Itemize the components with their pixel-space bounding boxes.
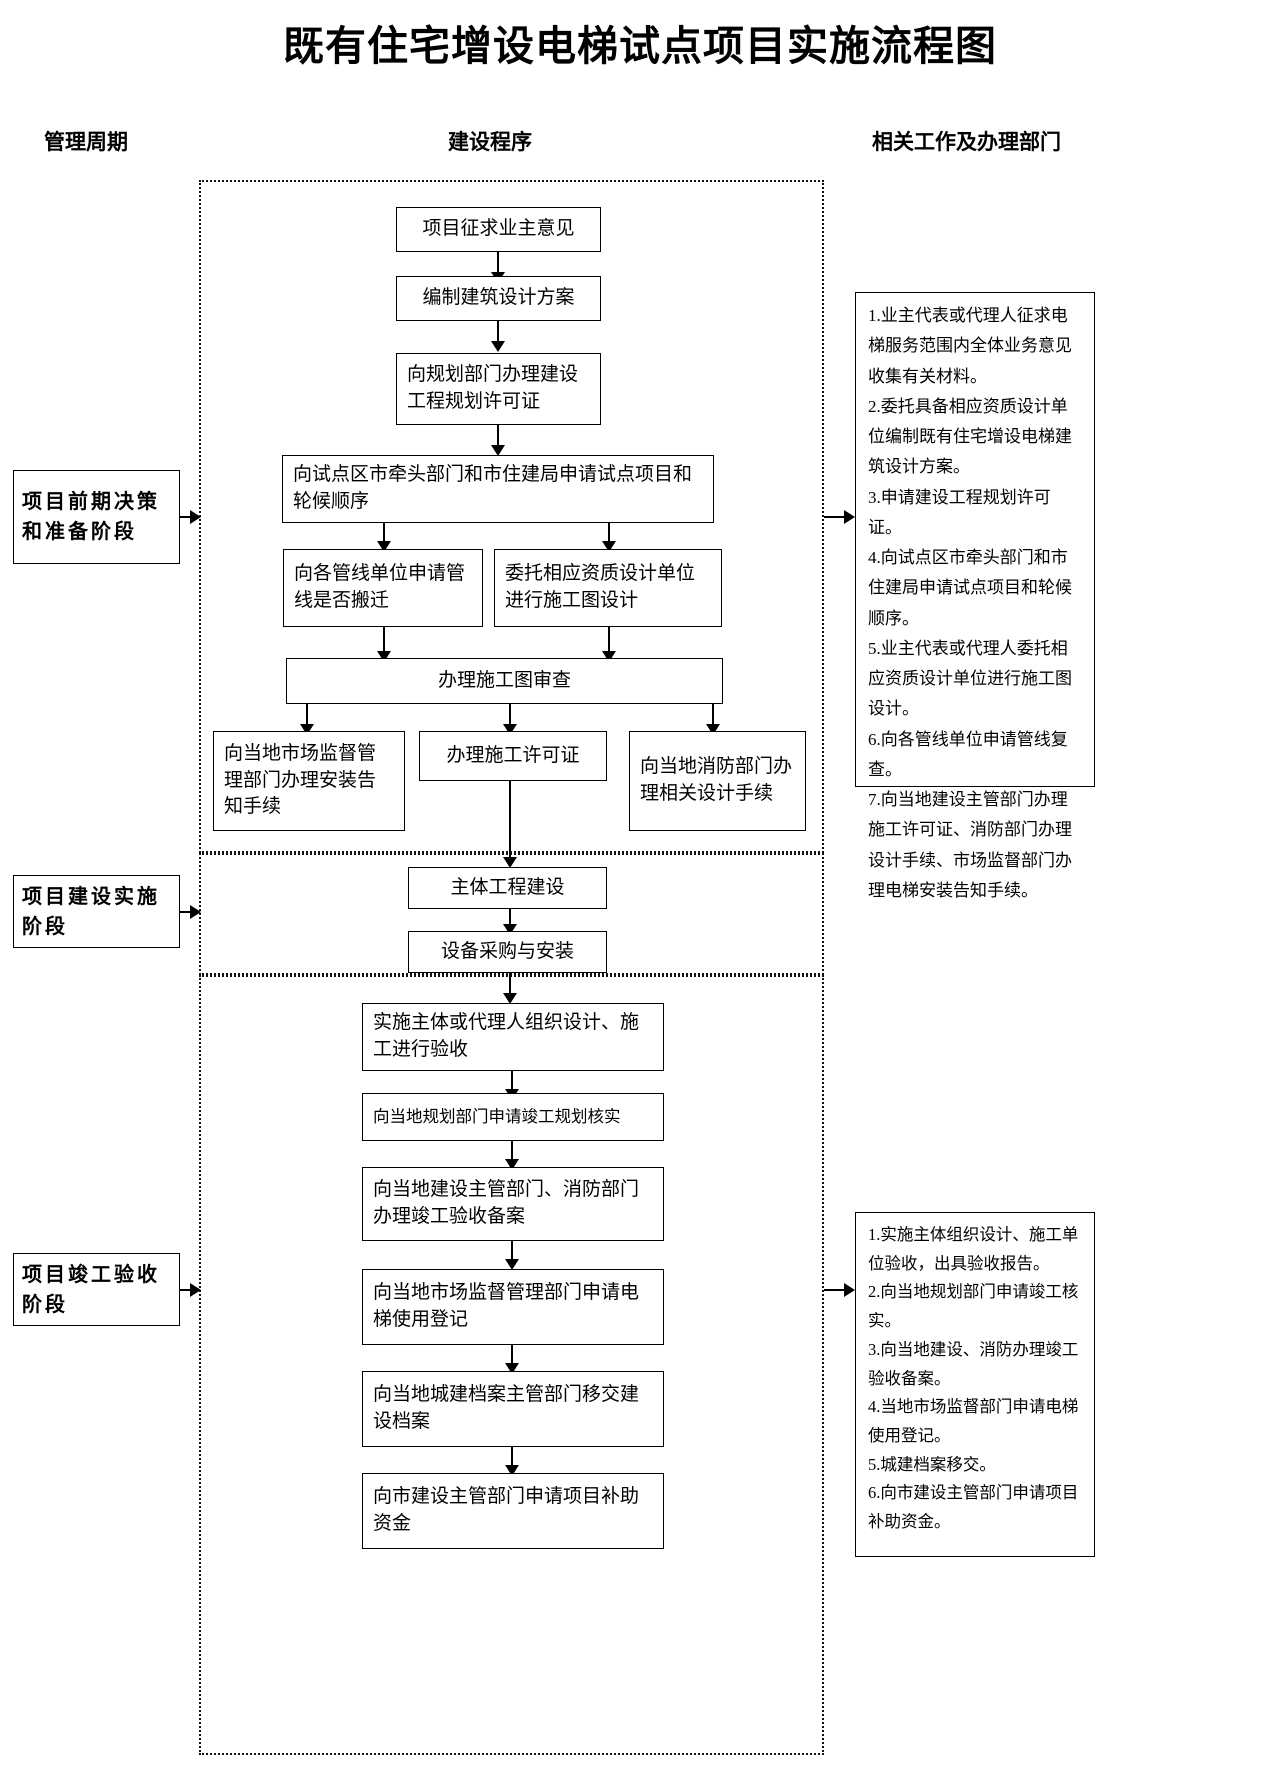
edge-n16-n17-arrow	[505, 1363, 519, 1374]
flow-node-n8-label: 向当地市场监督管理部门办理安装告知手续	[224, 742, 377, 818]
flow-node-n17[interactable]: 向当地城建档案主管部门移交建设档案	[362, 1371, 664, 1447]
stage1-connector-line	[180, 516, 194, 518]
flow-node-n13-label: 实施主体或代理人组织设计、施工进行验收	[373, 1012, 640, 1060]
flow-node-n16[interactable]: 向当地市场监督管理部门申请电梯使用登记	[362, 1269, 664, 1345]
flow-node-n11[interactable]: 主体工程建设	[408, 867, 607, 909]
edge-n16-n17	[511, 1345, 513, 1369]
flow-node-n4[interactable]: 向试点区市牵头部门和市住建局申请试点项目和轮候顺序	[282, 455, 714, 523]
flow-node-n12-label: 设备采购与安装	[440, 940, 574, 962]
edge-n4-n6	[608, 523, 610, 547]
stage2-connector-line	[180, 911, 194, 913]
edge-n14-n15-arrow	[505, 1159, 519, 1170]
edge-n9-n11-arrow	[503, 857, 517, 868]
edge-n6-n7	[608, 627, 610, 657]
edge-n15-n16-arrow	[505, 1259, 519, 1270]
stage-label-1-text: 项目前期决策和准备阶段	[22, 491, 160, 543]
edge-n11-n12-arrow	[503, 924, 517, 935]
note-top-connector-line	[824, 516, 850, 518]
edge-n6-n7-arrow	[602, 651, 616, 662]
flow-node-n15[interactable]: 向当地建设主管部门、消防部门办理竣工验收备案	[362, 1167, 664, 1241]
note-top-connector-arrow	[844, 510, 855, 524]
edge-n7-n8-arrow	[300, 724, 314, 735]
edge-n7-n10-arrow	[706, 724, 720, 735]
flow-node-n5[interactable]: 向各管线单位申请管线是否搬迁	[283, 549, 483, 627]
edge-n1-n2	[497, 252, 499, 275]
flow-node-n1-label: 项目征求业主意见	[422, 218, 575, 240]
column-header-center: 建设程序	[448, 130, 532, 154]
edge-n15-n16	[511, 1241, 513, 1265]
edge-n12-n13	[509, 973, 511, 998]
edge-n11-n12	[509, 909, 511, 929]
flow-node-n2-label: 编制建筑设计方案	[422, 287, 575, 309]
stage-label-2: 项目建设实施阶段	[13, 875, 180, 948]
flow-node-n1[interactable]: 项目征求业主意见	[396, 207, 601, 252]
flow-node-n18[interactable]: 向市建设主管部门申请项目补助资金	[362, 1473, 664, 1549]
stage1-connector-arrow	[190, 510, 201, 524]
note-bottom-connector-line	[824, 1289, 850, 1291]
flow-node-n6[interactable]: 委托相应资质设计单位进行施工图设计	[494, 549, 722, 627]
edge-n4-n5	[383, 523, 385, 547]
flow-node-n3-label: 向规划部门办理建设工程规划许可证	[407, 364, 579, 412]
flow-node-n2[interactable]: 编制建筑设计方案	[396, 276, 601, 321]
edge-n5-n7	[383, 627, 385, 657]
edge-n12-n13-arrow	[503, 993, 517, 1004]
stage-region-3	[199, 975, 824, 1755]
column-header-left: 管理周期	[44, 130, 128, 154]
flow-node-n14[interactable]: 向当地规划部门申请竣工规划核实	[362, 1093, 664, 1141]
stage-label-1: 项目前期决策和准备阶段	[13, 470, 180, 564]
note-bottom-connector-arrow	[844, 1283, 855, 1297]
edge-n13-n14	[511, 1071, 513, 1093]
edge-n3-n4	[497, 425, 499, 451]
flow-node-n10-label: 向当地消防部门办理相关设计手续	[640, 756, 793, 804]
flow-node-n13[interactable]: 实施主体或代理人组织设计、施工进行验收	[362, 1003, 664, 1071]
stage-label-2-text: 项目建设实施阶段	[22, 885, 160, 938]
flow-node-n18-label: 向市建设主管部门申请项目补助资金	[373, 1486, 640, 1534]
flow-node-n11-label: 主体工程建设	[450, 876, 565, 898]
flow-node-n4-label: 向试点区市牵头部门和市住建局申请试点项目和轮候顺序	[293, 464, 693, 512]
flow-node-n9-label: 办理施工许可证	[446, 744, 580, 766]
edge-n9-n11	[509, 781, 511, 864]
flow-node-n15-label: 向当地建设主管部门、消防部门办理竣工验收备案	[373, 1179, 640, 1227]
edge-n3-n4-arrow	[491, 445, 505, 456]
flow-node-n6-label: 委托相应资质设计单位进行施工图设计	[505, 563, 696, 611]
flow-node-n17-label: 向当地城建档案主管部门移交建设档案	[373, 1384, 640, 1432]
edge-n7-n9	[509, 704, 511, 730]
flow-node-n5-label: 向各管线单位申请管线是否搬迁	[294, 563, 466, 611]
stage-label-3: 项目竣工验收阶段	[13, 1253, 180, 1326]
edge-n7-n9-arrow	[503, 724, 517, 735]
flow-node-n7-label: 办理施工图审查	[437, 669, 571, 691]
flow-node-n16-label: 向当地市场监督管理部门申请电梯使用登记	[373, 1282, 640, 1330]
edge-n4-n5-arrow	[377, 541, 391, 552]
edge-n17-n18-arrow	[505, 1465, 519, 1476]
edge-n2-n3	[497, 321, 499, 344]
note-panel-bottom: 1.实施主体组织设计、施工单位验收，出具验收报告。 2.向当地规划部门申请竣工核…	[855, 1212, 1095, 1557]
edge-n7-n8	[306, 704, 308, 730]
stage3-connector-line	[180, 1289, 194, 1291]
flow-node-n12[interactable]: 设备采购与安装	[408, 931, 607, 973]
edge-n14-n15	[511, 1141, 513, 1165]
flow-node-n14-label: 向当地规划部门申请竣工规划核实	[373, 1107, 621, 1127]
note-panel-top: 1.业主代表或代理人征求电梯服务范围内全体业务意见收集有关材料。 2.委托具备相…	[855, 292, 1095, 900]
edge-n7-n10	[712, 704, 714, 730]
edge-n4-n6-arrow	[602, 541, 616, 552]
column-header-right: 相关工作及办理部门	[872, 130, 1061, 154]
stage2-connector-arrow	[190, 905, 201, 919]
edge-n17-n18	[511, 1447, 513, 1471]
flow-node-n9[interactable]: 办理施工许可证	[419, 731, 607, 781]
flow-node-n7[interactable]: 办理施工图审查	[286, 658, 723, 704]
edge-n2-n3-arrow	[491, 341, 505, 352]
edge-n5-n7-arrow	[377, 651, 391, 662]
stage3-connector-arrow	[190, 1283, 201, 1297]
page-title: 既有住宅增设电梯试点项目实施流程图	[283, 23, 997, 69]
stage-label-3-text: 项目竣工验收阶段	[22, 1263, 160, 1316]
flow-node-n3[interactable]: 向规划部门办理建设工程规划许可证	[396, 353, 601, 425]
flow-node-n10[interactable]: 向当地消防部门办理相关设计手续	[629, 731, 806, 831]
flow-node-n8[interactable]: 向当地市场监督管理部门办理安装告知手续	[213, 731, 405, 831]
